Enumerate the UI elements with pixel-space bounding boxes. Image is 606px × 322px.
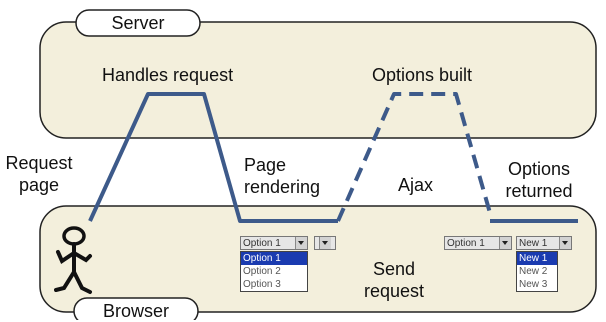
ajax-label: Ajax [398, 175, 434, 195]
option-item[interactable]: Option 2 [243, 266, 281, 277]
send-request-line-1: Send [372, 259, 416, 279]
new-option-item[interactable]: New 1 [517, 252, 557, 265]
send-request-label: Send request [348, 258, 440, 302]
empty-select[interactable] [314, 236, 336, 250]
new-option-item[interactable]: New 2 [519, 266, 548, 277]
user-figure-icon [54, 226, 92, 294]
browser-tab [73, 297, 199, 320]
option-item[interactable]: Option 3 [243, 279, 281, 290]
new-option-item[interactable]: New 3 [519, 279, 548, 290]
new-option-list: New 1 New 2 New 3 [516, 251, 558, 292]
server-tab [75, 9, 201, 37]
page-rendering-line-1: Page [244, 155, 287, 175]
options-returned-label: Options returned [494, 158, 584, 202]
option-select-left[interactable]: Option 1 [240, 236, 308, 250]
option-select-left-value: Option 1 [243, 238, 281, 249]
page-rendering-label: Page rendering [244, 154, 320, 198]
chevron-down-icon[interactable] [499, 237, 511, 249]
request-page-line-1: Request [5, 153, 73, 173]
handles-request-label: Handles request [102, 65, 234, 85]
send-request-line-2: request [363, 281, 425, 301]
page-rendering-line-2: rendering [244, 177, 321, 197]
option-item[interactable]: Option 1 [241, 252, 307, 265]
new-select[interactable]: New 1 [516, 236, 572, 250]
chevron-down-icon[interactable] [559, 237, 571, 249]
option-select-right-value: Option 1 [447, 238, 485, 249]
options-built-label: Options built [372, 65, 473, 85]
chevron-down-icon[interactable] [295, 237, 307, 249]
page-request-flow-line [88, 92, 338, 223]
option-list-left: Option 1 Option 2 Option 3 [240, 251, 308, 292]
options-returned-line-1: Options [507, 159, 571, 179]
server-label: Server [111, 13, 165, 33]
browser-panel [39, 205, 597, 313]
request-page-label: Request page [2, 152, 76, 196]
chevron-down-icon[interactable] [319, 237, 331, 249]
options-returned-line-2: returned [505, 181, 573, 201]
new-select-value: New 1 [519, 238, 548, 249]
ajax-flow-line [336, 92, 492, 222]
request-page-line-2: page [18, 175, 60, 195]
option-select-right[interactable]: Option 1 [444, 236, 512, 250]
browser-label: Browser [102, 301, 169, 321]
server-panel [39, 21, 597, 139]
